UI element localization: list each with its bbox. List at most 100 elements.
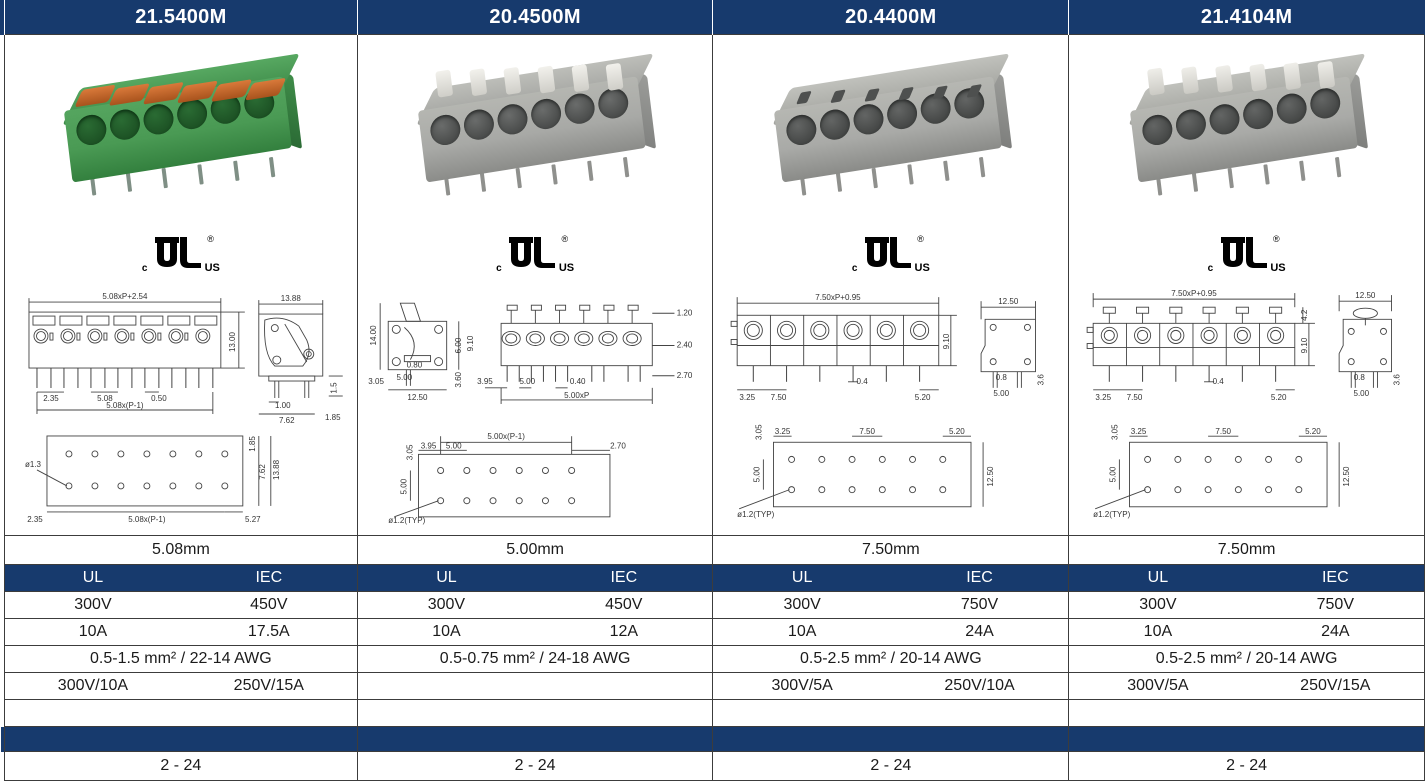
terminal-block-render-0 — [51, 38, 308, 205]
voltage-cell-3: 300V 750V — [1068, 591, 1425, 619]
terminal-block-render-1 — [406, 38, 663, 205]
dim-pcb-c-3: 7.50 — [1216, 427, 1232, 436]
dim-front-c-0: 0.50 — [151, 394, 167, 403]
current-ul-3: 10A — [1143, 623, 1173, 640]
terminal-block-render-2 — [761, 38, 1018, 205]
technical-drawing-0: 5.08xP+2.54 2.35 5.08 0.50 5.08x(P-1) — [7, 283, 355, 533]
current-cell-3: 10A 24A — [1068, 618, 1425, 646]
dim-pcb-c-2: 7.50 — [860, 427, 876, 436]
dim-pcb-e-1: 5.00 — [399, 478, 408, 494]
dim-pcb-v2-0: 13.88 — [272, 459, 281, 480]
dim-front-d-2: 5.20 — [915, 393, 931, 402]
dim-front-d-3: 5.20 — [1271, 393, 1287, 402]
pitch-row: 5.08mm 5.00mm 7.50mm 7.50mm — [1, 535, 1425, 565]
dim-pcb-v1-0: 7.62 — [258, 464, 267, 480]
dim-front-height-0: 13.00 — [228, 332, 237, 353]
poles-value-2: 2 - 24 — [712, 751, 1070, 781]
dim-pcb-dia-0: ø1.3 — [25, 460, 42, 469]
ratings2-iec-1 — [535, 673, 712, 699]
dim-pcb-b-3: 3.25 — [1131, 427, 1147, 436]
ratings2-ul-1 — [358, 673, 535, 699]
pitch-value-1: 5.00mm — [356, 535, 714, 565]
dim-pcb-v0-0: 1.85 — [248, 436, 257, 452]
standards-cell-1: UL IEC — [356, 564, 714, 592]
dim-pcb-a-2: 3.05 — [755, 424, 764, 440]
ul-certification-1: c ® US — [358, 234, 713, 279]
ratings2-iec-2: 250V/10A — [944, 677, 1015, 694]
figure-row: c ® US — [1, 34, 1425, 536]
dim-side-g-1: 3.05 — [368, 377, 384, 386]
voltage-iec-1: 450V — [605, 596, 643, 613]
dim-pcb-dia-2: ø1.2(TYP) — [738, 510, 775, 519]
standard-iec-2: IEC — [966, 569, 993, 586]
pitch-value-3: 7.50mm — [1068, 535, 1425, 565]
blank-cell-3 — [1068, 699, 1425, 727]
dim-front-d-1: 3.95 — [477, 377, 493, 386]
current-ul-1: 10A — [432, 623, 461, 640]
dim-pcb-a-0: 2.35 — [27, 515, 43, 524]
standard-iec-0: IEC — [255, 569, 283, 586]
poles-value-0: 2 - 24 — [4, 751, 358, 781]
current-iec-0: 17.5A — [247, 623, 290, 640]
dim-front-overall-1: 5.00xP — [564, 391, 589, 400]
dim-side-c-1: 3.60 — [454, 371, 463, 387]
dim-side-f-1: 12.50 — [407, 393, 428, 402]
dim-front-f-1: 0.40 — [570, 377, 586, 386]
dim-side-c-3: 5.00 — [1354, 389, 1370, 398]
voltage-ul-2: 300V — [783, 596, 821, 613]
dim-side-d-0: 1.5 — [330, 382, 339, 394]
ul-prefix-c: c — [141, 263, 148, 274]
dim-front-b-1: 2.40 — [676, 341, 692, 350]
ratings2-cell-1 — [356, 672, 714, 700]
current-row: 10A 17.5A 10A 12A 10A 24A 10A 24A — [1, 618, 1425, 646]
current-cell-1: 10A 12A — [356, 618, 714, 646]
product-photo-1 — [358, 39, 713, 237]
dim-side-b-2: 3.6 — [1037, 374, 1046, 386]
voltage-cell-0: 300V 450V — [4, 591, 358, 619]
wire-range-row: 0.5-1.5 mm² / 22-14 AWG 0.5-0.75 mm² / 2… — [1, 645, 1425, 673]
ratings2-iec-0: 250V/15A — [233, 677, 304, 694]
terminal-block-render-3 — [1117, 38, 1374, 205]
ratings2-ul-3: 300V/5A — [1127, 677, 1189, 694]
dim-pcb-c-0: 5.27 — [245, 515, 261, 524]
part-number-header-3: 21.4104M — [1068, 0, 1425, 35]
voltage-ul-1: 300V — [427, 596, 466, 613]
technical-drawing-1: 14.00 9.10 6.00 3.60 0.80 5.00 12.50 3.0… — [360, 283, 711, 533]
ul-suffix-us: US — [558, 262, 575, 274]
ul-mark-icon: c ® US — [496, 234, 575, 275]
product-photo-0 — [5, 39, 357, 237]
wire-range-2: 0.5-2.5 mm² / 20-14 AWG — [712, 645, 1070, 673]
poles-row: 2 - 24 2 - 24 2 - 24 2 - 24 — [1, 751, 1425, 781]
registered-icon: ® — [207, 234, 214, 244]
ratings2-cell-0: 300V/10A 250V/15A — [4, 672, 358, 700]
dim-front-c-3: 0.4 — [1213, 377, 1225, 386]
ul-suffix-us: US — [914, 262, 930, 274]
blank-row — [1, 699, 1425, 727]
technical-drawing-3: 7.50xP+0.95 4.2 9.10 3.25 7.50 0.4 — [1071, 283, 1422, 533]
wire-range-1: 0.5-0.75 mm² / 24-18 AWG — [356, 645, 714, 673]
voltage-ul-3: 300V — [1139, 596, 1177, 613]
registered-icon: ® — [561, 234, 569, 244]
dim-pcb-d-2: 5.20 — [950, 427, 966, 436]
ratings2-iec-3: 250V/15A — [1300, 677, 1371, 694]
current-ul-0: 10A — [78, 623, 108, 640]
dim-front-c-2: 0.4 — [857, 377, 869, 386]
blank-cell-1 — [356, 699, 714, 727]
pitch-value-2: 7.50mm — [712, 535, 1070, 565]
ratings2-ul-2: 300V/5A — [771, 677, 833, 694]
dim-front-e-1: 5.00 — [519, 377, 535, 386]
dim-pcb-b-2: 3.25 — [775, 427, 791, 436]
part-number-header-0: 21.5400M — [4, 0, 358, 35]
standard-iec-1: IEC — [610, 569, 638, 586]
ul-certification-3: c ® US — [1069, 234, 1424, 279]
dim-pcb-span-1: 5.00x(P-1) — [487, 432, 525, 441]
dim-side-e-1: 5.00 — [396, 373, 412, 382]
voltage-iec-2: 750V — [960, 596, 999, 613]
dim-front-pitch-span-0: 5.08x(P-1) — [106, 401, 144, 410]
standards-cell-2: UL IEC — [712, 564, 1070, 592]
part-number-header-row: 21.5400M 20.4500M 20.4400M 21.4104M — [0, 0, 1425, 35]
dim-front-a-1: 1.20 — [676, 308, 692, 317]
part-number-header-1: 20.4500M — [356, 0, 714, 35]
poles-value-1: 2 - 24 — [356, 751, 714, 781]
